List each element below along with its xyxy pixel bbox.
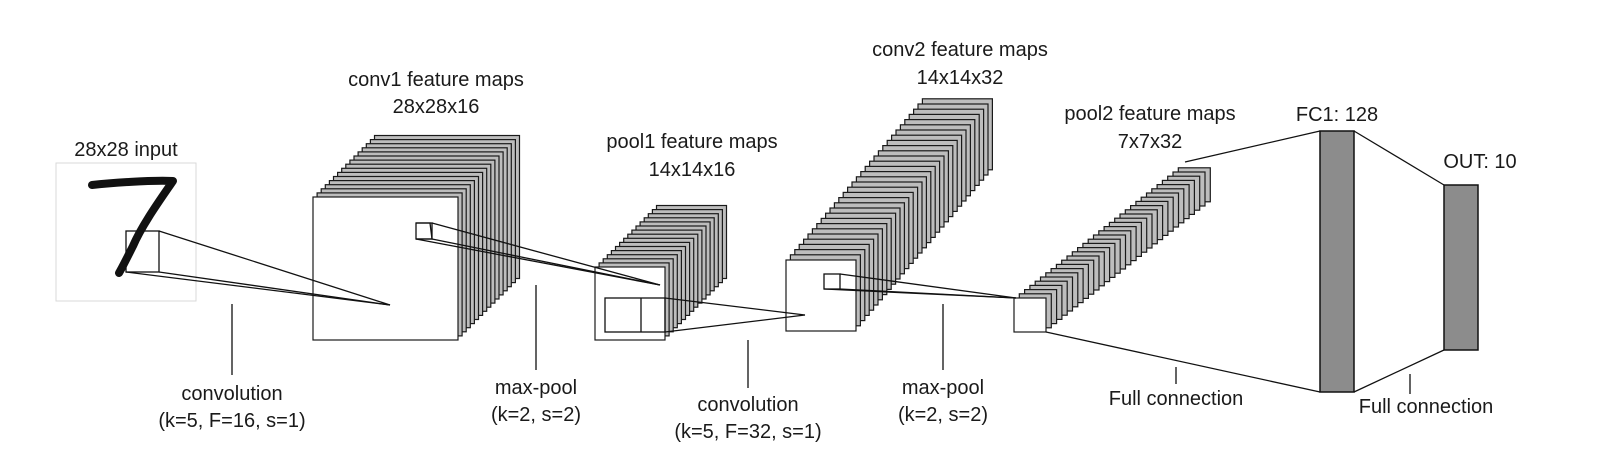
projection-lines xyxy=(125,130,1445,393)
conv1-feature-map-sheet xyxy=(312,196,459,341)
op-convolution-2-name: convolution xyxy=(697,394,798,416)
fc1-layer-bar xyxy=(1319,130,1355,393)
conv1-dims: 28x28x16 xyxy=(393,96,480,118)
conv2-feature-maps-stack xyxy=(785,98,994,332)
input-title: 28x28 input xyxy=(74,139,178,161)
out-title: OUT: 10 xyxy=(1443,151,1516,173)
pool2-dims: 7x7x32 xyxy=(1118,131,1183,153)
op-maxpool-1-name: max-pool xyxy=(495,377,577,399)
op-maxpool-2-name: max-pool xyxy=(902,377,984,399)
op-maxpool-1-params: (k=2, s=2) xyxy=(491,404,581,426)
conv1-feature-maps-stack xyxy=(312,134,521,341)
input-receptive-field xyxy=(125,230,160,273)
out-layer-bar xyxy=(1443,184,1479,351)
pool1-title: pool1 feature maps xyxy=(606,131,777,153)
op-full-connection-2: Full connection xyxy=(1359,396,1494,418)
pool2-feature-maps-stack xyxy=(1013,167,1211,333)
fc1-title: FC1: 128 xyxy=(1296,104,1378,126)
operation-leader-lines xyxy=(231,285,1411,394)
conv1-title: conv1 feature maps xyxy=(348,69,524,91)
op-convolution-1-params: (k=5, F=16, s=1) xyxy=(158,410,305,432)
input-image xyxy=(55,162,197,302)
conv2-dims: 14x14x32 xyxy=(917,67,1004,89)
conv2-title: conv2 feature maps xyxy=(872,39,1048,61)
op-convolution-2-params: (k=5, F=32, s=1) xyxy=(674,421,821,443)
conv2-feature-map-sheet xyxy=(785,259,857,332)
op-full-connection-1: Full connection xyxy=(1109,388,1244,410)
op-maxpool-2-params: (k=2, s=2) xyxy=(898,404,988,426)
pool2-title: pool2 feature maps xyxy=(1064,103,1235,125)
pool1-dims: 14x14x16 xyxy=(649,159,736,181)
pool2-feature-map-sheet xyxy=(1013,297,1047,333)
op-convolution-1-name: convolution xyxy=(181,383,282,405)
